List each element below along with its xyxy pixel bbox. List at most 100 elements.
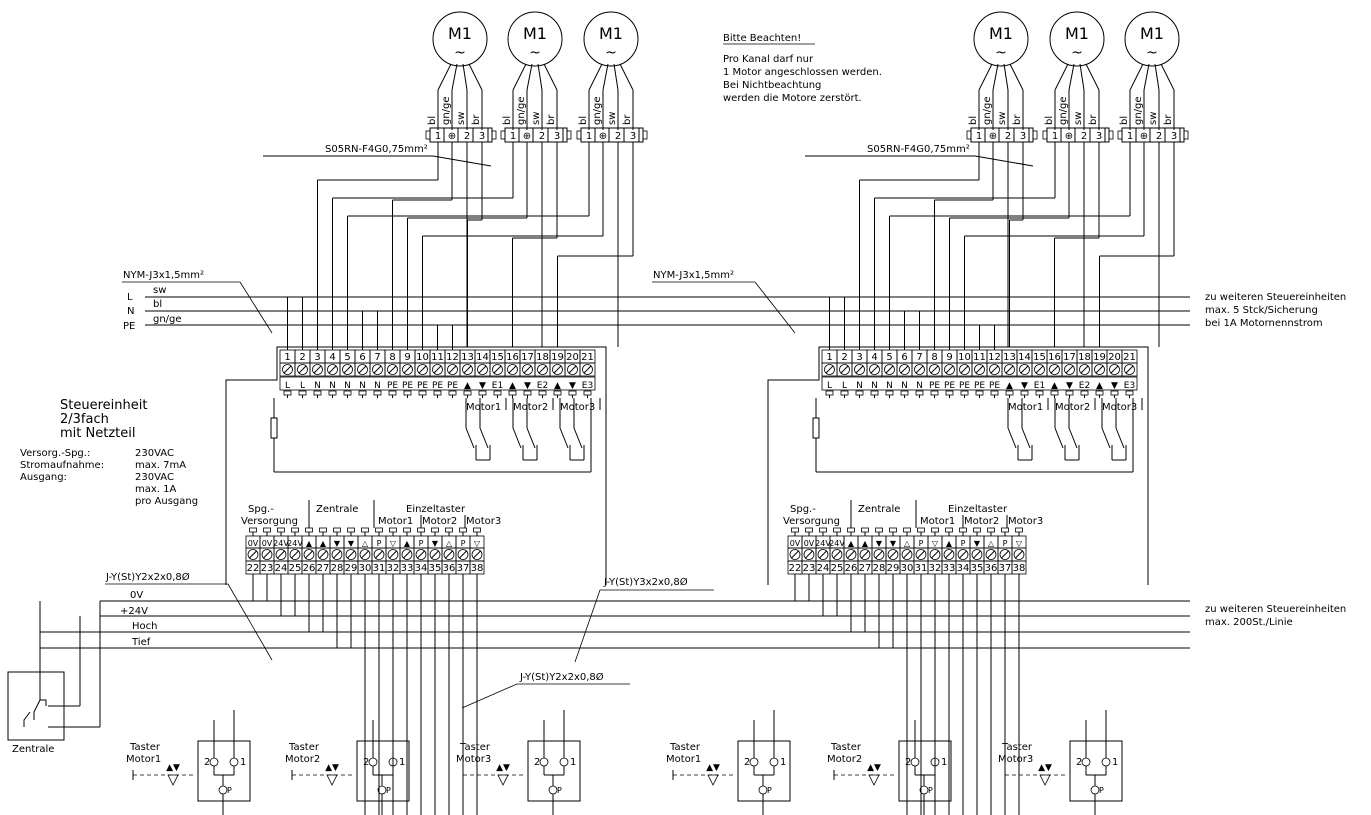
motor-terminal: 2	[1005, 131, 1011, 142]
taster-title: Taster	[1001, 742, 1033, 753]
power-feed: NYM-J3x1,5mm² L N PE sw bl gn/ge zu weit…	[122, 270, 1346, 334]
unit-title-3: mit Netzteil	[60, 426, 135, 441]
taster-contact-p: P	[1099, 786, 1104, 795]
top-terminal-number: 20	[566, 352, 579, 363]
taster-contact-2: 2	[1076, 757, 1082, 768]
bottom-terminal-label: ▽	[932, 539, 939, 548]
top-terminal-label: N	[856, 381, 863, 391]
taster-contact-p: P	[386, 786, 391, 795]
top-terminal-number: 10	[416, 352, 429, 363]
bottom-terminal-label: ▲	[848, 539, 855, 548]
power-bl-label: bl	[153, 299, 162, 310]
top-terminal-number: 18	[536, 352, 549, 363]
taster-arrows: ▲▼	[706, 763, 720, 773]
bottom-terminal-number: 22	[789, 563, 802, 574]
power-sw-label: sw	[153, 285, 166, 296]
taster-contact-1: 1	[780, 757, 786, 768]
bottom-terminal-number: 34	[415, 563, 428, 574]
motor-terminal: 3	[479, 131, 485, 142]
bottom-motor-label: Motor2	[422, 516, 457, 527]
bottom-terminal-label: P	[1003, 539, 1008, 548]
bottom-terminal-number: 27	[317, 563, 330, 574]
motor-terminal: ⊕	[989, 131, 997, 142]
top-terminal-label: ▼	[569, 381, 576, 391]
top-terminal-number: 17	[1063, 352, 1076, 363]
taster-contact-1: 1	[941, 757, 947, 768]
bottom-terminal-label: ▽	[390, 539, 397, 548]
top-terminal-number: 15	[491, 352, 504, 363]
top-terminal-strip: 1L2L3N4N5N6N7N8PE9PE10PE11PE12PE13▲14▼15…	[821, 349, 1138, 398]
taster-contact-1: 1	[240, 757, 246, 768]
spec-key-2: Stromaufnahme:	[20, 460, 104, 471]
right-note-bottom-2: max. 200St./Linie	[1205, 617, 1293, 628]
motor-wire-color: br	[1012, 114, 1023, 125]
top-terminal-number: 6	[359, 352, 365, 363]
bottom-terminal-number: 28	[331, 563, 344, 574]
bottom-terminal-number: 24	[275, 563, 288, 574]
zentrale-label: Zentrale	[12, 744, 54, 755]
power-cable-label-2: NYM-J3x1,5mm²	[653, 270, 734, 281]
bottom-terminal-number: 31	[915, 563, 928, 574]
notice-line-4: werden die Motore zerstört.	[723, 93, 862, 104]
bottom-terminal-number: 36	[985, 563, 998, 574]
taster-contact-1: 1	[570, 757, 576, 768]
bottom-terminal-number: 27	[859, 563, 872, 574]
bottom-terminal-label: ▼	[348, 539, 355, 548]
motor-wire-color: sw	[531, 112, 542, 125]
bottom-terminal-label: ▲	[946, 539, 953, 548]
motor-wire-color: gn/ge	[982, 96, 993, 125]
bottom-terminal-label: ▲	[320, 539, 327, 548]
bottom-terminal-strip: 0V220V2324V2424V25▲26▲27▼28▼29△30P31▽32▲…	[245, 527, 485, 575]
spec-val-5: pro Ausgang	[135, 496, 198, 507]
motor-symbol: ~	[1146, 45, 1158, 61]
bottom-terminal-label: P	[419, 539, 424, 548]
motor-wire-color: br	[471, 114, 482, 125]
motor-wire-color: br	[1088, 114, 1099, 125]
top-terminal-label: PE	[944, 381, 955, 391]
bottom-motor-label: Motor1	[920, 516, 955, 527]
bottom-terminal-strip: 0V220V2324V2424V25▲26▲27▼28▼29△30P31▽32▲…	[787, 527, 1027, 575]
spec-val-1: 230VAC	[135, 448, 174, 459]
top-terminal-label: E2	[537, 381, 548, 391]
taster-motor: Motor3	[998, 754, 1033, 765]
taster-motor: Motor1	[666, 754, 701, 765]
motor-wire-color: bl	[427, 116, 438, 125]
motor-wire-color: sw	[456, 112, 467, 125]
bottom-terminal-label: P	[919, 539, 924, 548]
top-terminal-label: N	[329, 381, 336, 391]
spg-label-1: Spg.-	[790, 504, 816, 515]
top-terminal-number: 9	[946, 352, 952, 363]
bottom-terminal-label: ▼	[432, 539, 439, 548]
motor-symbol: ~	[1071, 45, 1083, 61]
top-terminal-number: 10	[958, 352, 971, 363]
bottom-terminal-number: 36	[443, 563, 456, 574]
bottom-terminal-number: 24	[817, 563, 830, 574]
top-terminal-label: ▼	[1066, 381, 1073, 391]
motor-terminal: 1	[1127, 131, 1133, 142]
zentrale-group-label: Zentrale	[316, 504, 358, 515]
top-terminal-label: L	[285, 381, 290, 391]
bottom-terminal-label: 24V	[815, 539, 831, 548]
taster-arrows: ▲▼	[867, 763, 881, 773]
top-terminal-label: ▲	[1051, 381, 1058, 391]
top-terminal-number: 3	[314, 352, 320, 363]
motor-wire-color: sw	[607, 112, 618, 125]
bottom-terminal-number: 34	[957, 563, 970, 574]
top-terminal-number: 13	[461, 352, 474, 363]
top-terminal-number: 13	[1003, 352, 1016, 363]
bottom-terminal-label: 24V	[829, 539, 845, 548]
motor-terminal: ⊕	[448, 131, 456, 142]
top-terminal-label: ▲	[554, 381, 561, 391]
motor-group-label: Motor2	[1055, 402, 1090, 413]
bottom-terminal-number: 35	[429, 563, 442, 574]
notice-title: Bitte Beachten!	[723, 33, 801, 44]
top-terminal-label: ▲	[509, 381, 516, 391]
spec-val-2: max. 7mA	[135, 460, 186, 471]
top-terminal-number: 15	[1033, 352, 1046, 363]
bottom-terminal-number: 29	[345, 563, 358, 574]
motor-cable-label: S05RN-F4G0,75mm²	[325, 144, 428, 155]
top-terminal-number: 4	[329, 352, 335, 363]
